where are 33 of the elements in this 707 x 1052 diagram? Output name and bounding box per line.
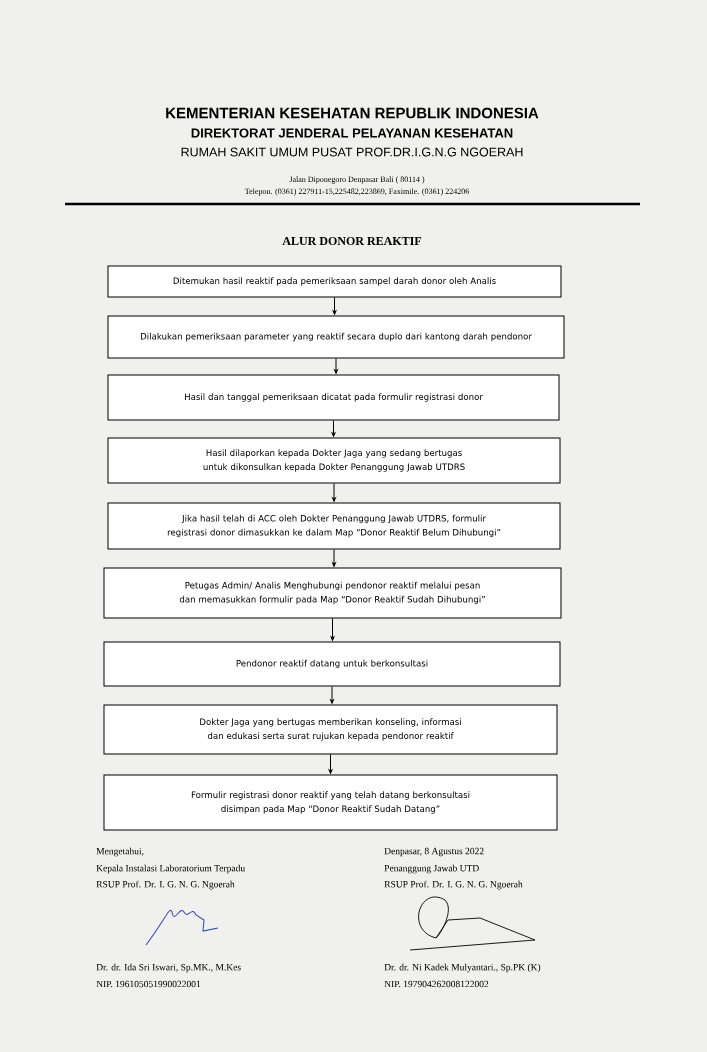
- header-text: DIREKTORAT JENDERAL PELAYANAN KESEHATAN: [191, 128, 513, 138]
- process-box: Ditemukan hasil reaktif pada pemeriksaan sampel darah donor oleh Analis: [107, 265, 562, 298]
- process-box: Jika hasil telah di ACC oleh Dokter Penanggung Jawab UTDRS, formulir registrasi donor dimasukkan ke dalam Map “Donor Reaktif Belum Dihubungi”: [107, 502, 561, 550]
- process-box: Petugas Admin/ Analis Menghubungi pendonor reaktif melalui pesan dan memasukkan formulir pada Map “Donor Reaktif Sudah Dihubungi”: [103, 567, 562, 619]
- arrow: [330, 618, 335, 641]
- process-box: Formulir registrasi donor reaktif yang telah datang berkonsultasi disimpan pada Map “Donor Reaktif Sudah Datang”: [103, 774, 558, 831]
- process-box: Pendonor reaktif datang untuk berkonsultasi: [103, 641, 561, 687]
- arrow: [330, 686, 334, 704]
- arrow: [332, 549, 336, 567]
- signer-id: NIP. 197904262008122002: [384, 980, 489, 988]
- signature-text: RSUP Prof. Dr. I. G. N. G. Ngoerah: [96, 880, 235, 890]
- signature-text: RSUP Prof. Dr. I. G. N. G. Ngoerah: [384, 880, 523, 890]
- arrow: [331, 420, 336, 437]
- address-text: Telepon. (0361) 227911-15,225482,223869, Faximile. (0361) 224206: [244, 188, 469, 196]
- address-text: Jalan Diponegoro Denpasar Bali ( 80114 ): [289, 176, 425, 184]
- signature-text: Mengetahui,: [96, 847, 144, 857]
- signature-text: Kepala Instalasi Laboratorium Terpadu: [96, 864, 245, 874]
- signature-text: Denpasar, 8 Agustus 2022: [384, 847, 484, 857]
- signature-text: Penanggung Jawab UTD: [384, 864, 479, 874]
- signer-name: Dr. dr. Ida Sri Iswari, Sp.MK., M.Kes: [96, 963, 241, 973]
- arrow: [332, 483, 336, 502]
- arrow: [334, 358, 338, 374]
- header-text: RUMAH SAKIT UMUM PUSAT PROF.DR.I.G.N.G NGOERAH: [181, 147, 523, 157]
- signer-name: Dr. dr. Ni Kadek Mulyantari., Sp.PK (K): [384, 963, 541, 973]
- process-box: Dilakukan pemeriksaan parameter yang reaktif secara duplo dari kantong darah pendonor: [107, 315, 565, 359]
- title: ALUR DONOR REAKTIF: [282, 236, 422, 246]
- process-box: Hasil dilaporkan kepada Dokter Jaga yang sedang bertugas untuk dikonsulkan kepada Dokter Penanggung Jawab UTDRS: [107, 437, 561, 484]
- arrow: [328, 754, 333, 774]
- process-box: Hasil dan tanggal pemeriksaan dicatat pada formulir registrasi donor: [107, 374, 560, 421]
- signer-id: NIP. 196105051990022001: [96, 980, 201, 988]
- header-text: KEMENTERIAN KESEHATAN REPUBLIK INDONESIA: [166, 107, 539, 119]
- arrow: [332, 297, 337, 315]
- process-box: Dokter Jaga yang bertugas memberikan konseling, informasi dan edukasi serta surat rujukan kepada pendonor reaktif: [103, 704, 558, 755]
